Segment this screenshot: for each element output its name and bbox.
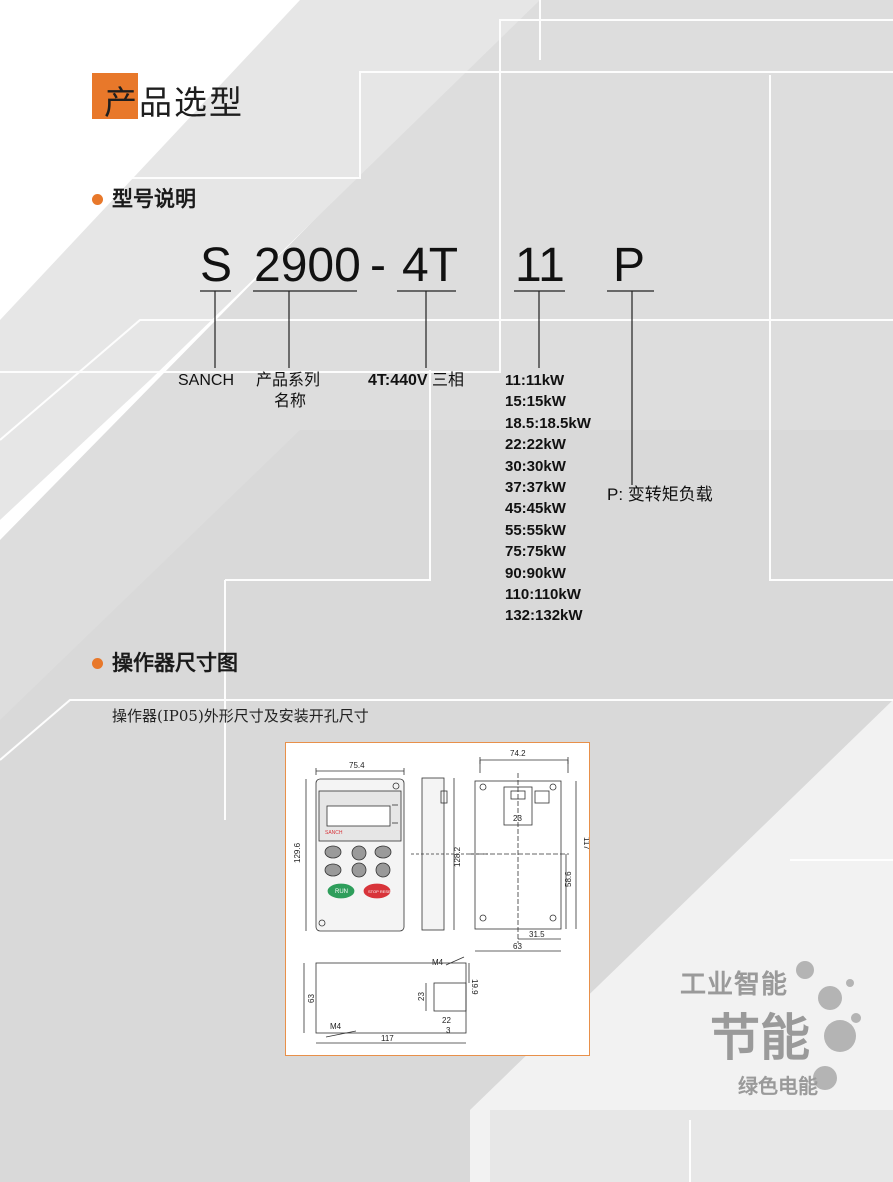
code-power: 11: [515, 239, 565, 292]
dim-bottom-height: 63: [307, 994, 316, 1003]
dim-bottom-b: 23: [417, 992, 426, 1001]
code-load-type: P: [613, 239, 646, 292]
dim-bottom-a: 19.9: [470, 979, 479, 995]
dim-bottom-d: 3: [446, 1026, 451, 1035]
code-series-number: 2900: [254, 239, 361, 292]
keypad-stop-label: STOP RESET: [368, 889, 394, 894]
power-rating-item: 45:45kW: [505, 500, 566, 518]
page-title: 产品选型: [104, 83, 244, 122]
energy-saving-logo: 工业智能 节能 绿色电能: [680, 958, 870, 1098]
dim-screw-top: M4: [432, 958, 444, 967]
keypad-dimension-drawing: 75.4 129.6 SANCH RUN STOP RESET 128.2 74…: [285, 742, 590, 1056]
label-brand: SANCH: [178, 372, 235, 389]
logo-line2: 节能: [710, 1009, 810, 1067]
power-rating-item: 55:55kW: [505, 521, 566, 539]
power-rating-item: 110:110kW: [505, 586, 581, 604]
keypad-brand: SANCH: [325, 830, 343, 836]
logo-line3: 绿色电能: [738, 1074, 818, 1098]
power-rating-item: 90:90kW: [505, 564, 566, 582]
label-series-line1: 产品系列: [256, 372, 321, 389]
logo-line1: 工业智能: [680, 970, 789, 1000]
section-bullet: [92, 658, 103, 669]
dim-cutout-height: 117: [582, 837, 589, 850]
dim-side-height: 128.2: [453, 846, 462, 867]
drawing-svg: 75.4 129.6 SANCH RUN STOP RESET 128.2 74…: [293, 749, 589, 1044]
power-rating-list: 11:11kW 15:15kW 18.5:18.5kW 22:22kW 30:3…: [505, 370, 591, 627]
keypad-run-label: RUN: [335, 889, 348, 895]
dim-cutout-offset-h: 31.5: [529, 930, 545, 939]
code-separator: -: [370, 239, 386, 292]
power-rating-item: 37:37kW: [505, 479, 566, 497]
section-title-model: 型号说明: [112, 187, 196, 211]
code-voltage: 4T: [402, 239, 459, 292]
section-bullet: [92, 194, 103, 205]
title-accent-square: [92, 73, 138, 119]
label-voltage-code: 4T:440V: [368, 372, 428, 389]
dim-screw-bottom: M4: [330, 1022, 342, 1031]
dim-cutout-width: 74.2: [510, 749, 526, 758]
logo-bubbles: [796, 961, 861, 1090]
label-voltage: 4T:440V 三相: [368, 370, 464, 391]
section-title-keypad: 操作器尺寸图: [112, 651, 238, 675]
power-rating-item: 22:22kW: [505, 436, 566, 454]
power-rating-item: 11:11kW: [505, 372, 565, 389]
power-rating-item: 15:15kW: [505, 393, 566, 411]
dim-bottom-c: 22: [442, 1016, 451, 1025]
keypad-description: 操作器(IP05)外形尺寸及安装开孔尺寸: [112, 707, 369, 725]
label-series-line2: 名称: [274, 393, 307, 410]
dim-front-height: 129.6: [293, 842, 302, 863]
code-series-letter: S: [200, 239, 233, 292]
dim-cutout-offset-v: 58.6: [564, 871, 573, 887]
label-load-type: P: 变转矩负载: [607, 485, 713, 504]
power-rating-item: 18.5:18.5kW: [505, 414, 591, 432]
power-rating-item: 75:75kW: [505, 543, 566, 561]
label-voltage-phase: 三相: [432, 372, 465, 389]
dim-bottom-width: 117: [381, 1034, 394, 1043]
power-rating-item: 30:30kW: [505, 457, 566, 475]
power-rating-item: 132:132kW: [505, 607, 583, 625]
model-code-leader-lines: [200, 290, 654, 485]
dim-cutout-slot: 23: [513, 814, 522, 823]
dim-cutout-bottom: 63: [513, 942, 522, 951]
dim-front-width: 75.4: [349, 761, 365, 770]
